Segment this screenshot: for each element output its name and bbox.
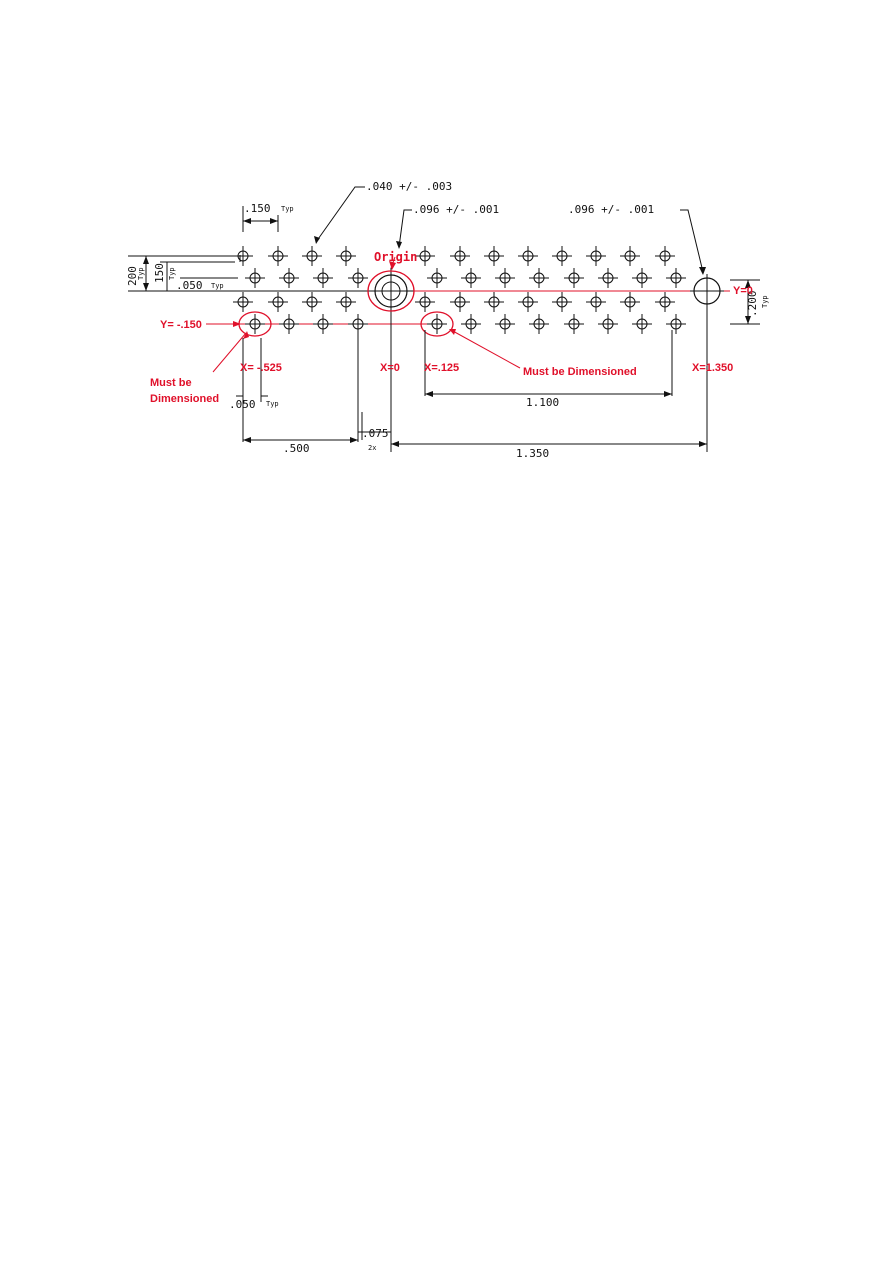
hole — [279, 268, 299, 288]
height-200-label: 200 — [126, 266, 139, 286]
hole — [427, 314, 447, 334]
small-hole-leader — [315, 186, 365, 243]
hole — [518, 246, 538, 266]
hole — [598, 314, 618, 334]
must-be-dimensioned-left-line2: Dimensioned — [150, 393, 219, 405]
dimension-lines — [128, 206, 760, 452]
hole — [245, 314, 265, 334]
x-125-label: X=.125 — [424, 362, 459, 374]
red-arrowheads — [233, 261, 456, 339]
hole — [529, 314, 549, 334]
right-dia-leader — [680, 209, 704, 273]
hole — [632, 268, 652, 288]
hole — [620, 246, 640, 266]
hole — [279, 314, 299, 334]
hole-x-125-highlight — [420, 311, 454, 337]
hole — [666, 268, 686, 288]
small-hole-diameter-label: .040 +/- .003 — [366, 180, 452, 193]
right-200-label: .200 — [746, 291, 759, 318]
hole — [564, 268, 584, 288]
hole — [336, 246, 356, 266]
hole — [598, 268, 618, 288]
hole — [348, 268, 368, 288]
pitch-x-typ-label: Typ — [281, 205, 294, 213]
origin-hole-diameter-label: .096 +/- .001 — [413, 203, 499, 216]
hole — [415, 292, 435, 312]
hole — [336, 292, 356, 312]
right-locating-hole — [690, 274, 724, 308]
dim-1350-label: 1.350 — [516, 447, 549, 460]
hole — [415, 246, 435, 266]
hole-grid — [233, 246, 686, 334]
origin-hole — [367, 268, 415, 314]
hole — [529, 268, 549, 288]
hole — [461, 268, 481, 288]
hole — [564, 314, 584, 334]
hole — [233, 292, 253, 312]
hole — [586, 292, 606, 312]
hole — [655, 292, 675, 312]
hole — [632, 314, 652, 334]
origin-dia-leader — [398, 209, 412, 248]
hole — [461, 314, 481, 334]
stagger-050-label: .050 — [176, 279, 203, 292]
hole — [233, 246, 253, 266]
hole — [313, 314, 333, 334]
height-150-label: 150 — [153, 263, 166, 283]
hole — [495, 314, 515, 334]
dimension-arrowheads — [143, 218, 751, 447]
hole — [302, 246, 322, 266]
leader-arrowheads — [314, 236, 706, 275]
hole — [552, 292, 572, 312]
hole — [427, 268, 447, 288]
stagger-050-typ-label: Typ — [211, 282, 224, 290]
hole — [620, 292, 640, 312]
dim-2x-label: 2x — [368, 444, 376, 452]
hole — [495, 268, 515, 288]
x-zero-label: X=0 — [380, 362, 400, 374]
dim-500-label: .500 — [283, 442, 310, 455]
origin-label: Origin — [374, 250, 417, 264]
x-neg525-label: X= -.525 — [240, 362, 282, 374]
hole — [313, 268, 333, 288]
hole — [245, 268, 265, 288]
pitch-x-label: .150 — [244, 202, 271, 215]
construction-lines — [206, 290, 730, 325]
hole — [268, 246, 288, 266]
y-zero-label: Y=0 — [733, 285, 753, 297]
hole — [484, 292, 504, 312]
right-hole-diameter-label: .096 +/- .001 — [568, 203, 654, 216]
hole — [268, 292, 288, 312]
x-1350-label: X=1.350 — [692, 362, 733, 374]
hole — [484, 246, 504, 266]
hole — [450, 246, 470, 266]
bottom-050-typ-label: Typ — [266, 400, 279, 408]
hole — [450, 292, 470, 312]
origin-highlight — [367, 270, 415, 312]
hole — [302, 292, 322, 312]
hole — [586, 246, 606, 266]
bottom-050-label: .050 — [229, 398, 256, 411]
hole — [518, 292, 538, 312]
height-150-typ-label: Typ — [168, 267, 176, 280]
hole — [666, 314, 686, 334]
dim-075-label: .075 — [362, 427, 389, 440]
hole — [655, 246, 675, 266]
dim-1100-label: 1.100 — [526, 396, 559, 409]
y-neg150-label: Y= -.150 — [160, 319, 202, 331]
must-be-dimensioned-right: Must be Dimensioned — [523, 366, 637, 378]
height-200-typ-label: Typ — [137, 267, 145, 280]
leaders — [315, 186, 704, 273]
must-be-dimensioned-left-line1: Must be — [150, 377, 192, 389]
right-200-typ-label: Typ — [761, 295, 769, 308]
hole — [552, 246, 572, 266]
